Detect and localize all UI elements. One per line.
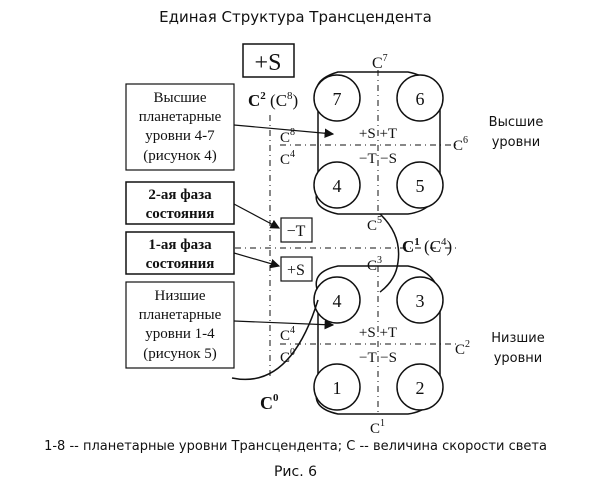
diagram-caption: 1-8 -- планетарные уровни Трансцендента;… — [44, 439, 547, 454]
arrow-phase1 — [233, 252, 281, 269]
circle-4-upper — [313, 161, 361, 209]
lower-group: 4 3 1 2 +S +T −T −S — [280, 265, 456, 416]
circle-2-label: 2 — [416, 378, 425, 398]
circle-6-label: 6 — [416, 89, 425, 109]
arrow-lower — [233, 319, 335, 330]
svg-text:планетарные: планетарные — [139, 307, 222, 323]
minus-t-box: −T — [280, 217, 313, 243]
label-c4-upper: C4 — [280, 149, 295, 168]
side-label-upper-1: Высшие — [489, 115, 544, 130]
label-c5: C5 — [367, 215, 382, 234]
svg-text:2-ая фаза: 2-ая фаза — [148, 187, 212, 203]
plus-s-small-box: +S — [280, 256, 313, 282]
circle-7-label: 7 — [333, 89, 342, 109]
phase-2-box: 2-ая фаза состояния — [125, 181, 235, 225]
svg-text:состояния: состояния — [146, 256, 215, 272]
label-c7: C7 — [372, 53, 388, 72]
lower-top-row: +S +T — [359, 325, 397, 341]
svg-text:уровни 4-7: уровни 4-7 — [145, 128, 215, 144]
circle-7 — [313, 74, 361, 122]
svg-text:Низшие: Низшие — [154, 288, 205, 304]
label-c1-c4: C1 (C4) — [402, 236, 452, 256]
upper-bottom-row: −T −S — [359, 151, 397, 167]
circle-6 — [396, 74, 444, 122]
svg-text:+S: +S — [287, 262, 305, 279]
label-c3: C3 — [367, 255, 382, 274]
upper-levels-box: Высшие планетарные уровни 4-7 (рисунок 4… — [125, 83, 235, 171]
svg-text:состояния: состояния — [146, 206, 215, 222]
diagram-title: Единая Структура Трансцендента — [159, 8, 432, 26]
circle-2 — [396, 363, 444, 411]
circle-4-upper-label: 4 — [333, 176, 342, 196]
circle-1 — [313, 363, 361, 411]
circle-5 — [396, 161, 444, 209]
label-c2-right: C2 — [455, 339, 470, 358]
figure-label: Рис. 6 — [273, 464, 318, 480]
label-c4-lower: C4 — [280, 325, 295, 344]
circle-3-label: 3 — [416, 291, 425, 311]
label-c8: C8 — [280, 127, 295, 146]
upper-group: 7 6 4 5 +S +T −T −S — [280, 70, 456, 215]
arrow-upper — [233, 124, 335, 139]
svg-text:Высшие: Высшие — [154, 90, 207, 106]
svg-text:планетарные: планетарные — [139, 109, 222, 125]
side-label-lower-1: Низшие — [491, 331, 544, 346]
plus-s-box-label: +S — [255, 50, 282, 76]
label-c0-big: C0 — [260, 392, 279, 413]
circle-3 — [396, 276, 444, 324]
label-c6: C6 — [453, 135, 468, 154]
circle-4-lower-label: 4 — [333, 291, 342, 311]
lower-bottom-row: −T −S — [359, 350, 397, 366]
svg-text:(рисунок 5): (рисунок 5) — [143, 346, 217, 362]
arrow-phase2 — [233, 203, 281, 229]
lower-levels-box: Низшие планетарные уровни 1-4 (рисунок 5… — [125, 281, 235, 369]
connector-curve — [379, 213, 400, 293]
svg-text:(рисунок 4): (рисунок 4) — [143, 148, 217, 164]
circle-1-label: 1 — [333, 378, 342, 398]
side-label-upper-2: уровни — [492, 135, 541, 150]
svg-text:уровни 1-4: уровни 1-4 — [145, 326, 215, 342]
plus-s-box: +S — [242, 43, 295, 78]
upper-top-row: +S +T — [359, 126, 397, 142]
label-c1-bottom: C1 — [370, 418, 385, 437]
circle-5-label: 5 — [416, 176, 425, 196]
circle-4-lower — [313, 276, 361, 324]
svg-text:1-ая фаза: 1-ая фаза — [148, 237, 212, 253]
side-label-lower-2: уровни — [494, 351, 543, 366]
label-c2-c8: C2 (C8) — [248, 90, 298, 110]
phase-1-box: 1-ая фаза состояния — [125, 231, 235, 275]
label-c0-small: C0 — [280, 347, 295, 366]
svg-text:−T: −T — [287, 223, 306, 240]
left-arc — [231, 299, 319, 381]
